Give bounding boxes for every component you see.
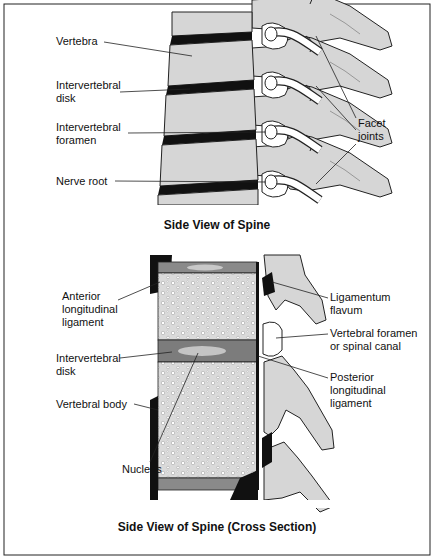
vertebral-body	[164, 89, 256, 136]
nucleus	[187, 265, 223, 271]
disk	[158, 340, 257, 362]
dark-region	[230, 470, 258, 500]
leader-line	[316, 144, 356, 184]
anterior-ligament	[150, 396, 158, 500]
panel-caption: Side View of Spine	[0, 219, 434, 232]
leader-line	[128, 132, 266, 133]
frame	[4, 4, 430, 555]
ligamentum-flavum	[262, 272, 275, 296]
nerve-root	[262, 23, 320, 52]
leader-line	[316, 36, 356, 118]
part-label: Vertebra	[56, 35, 136, 48]
ligamentum-flavum	[262, 432, 272, 468]
vertebral-body	[158, 273, 257, 340]
leader-line	[272, 282, 328, 298]
leader-line	[258, 356, 328, 378]
part-label: Vertebral foramen or spinal canal	[330, 327, 426, 353]
spine-cross-section	[150, 255, 350, 512]
leader-line	[276, 334, 328, 338]
leader-lines	[104, 36, 356, 184]
part-label: Intervertebral foramen	[56, 121, 128, 147]
nerve-root	[262, 171, 320, 200]
part-label: Nucleus	[122, 463, 182, 476]
leader-line	[115, 181, 266, 182]
vertebral-body	[158, 189, 258, 205]
part-label: Vertebral body	[56, 398, 136, 411]
part-label: Anterior longitudinal ligament	[62, 290, 132, 329]
posterior-element	[264, 356, 334, 450]
disk	[158, 262, 257, 273]
part-label: Facet joints	[358, 117, 410, 143]
panel-caption: Side View of Spine (Cross Section)	[0, 521, 434, 534]
nerve-root	[263, 322, 282, 356]
leader-line	[118, 282, 160, 300]
part-label: Ligamentum flavum	[330, 291, 400, 317]
vertebral-body	[160, 139, 258, 186]
vertebral-body	[158, 362, 257, 478]
nucleus	[178, 346, 226, 356]
nerve-root	[262, 72, 320, 101]
leader-line	[120, 89, 190, 92]
part-label: Intervertebral disk	[56, 352, 128, 378]
vertebral-body	[168, 40, 254, 86]
leader-line	[134, 404, 158, 410]
part-label: Intervertebral disk	[56, 79, 128, 105]
leader-lines	[118, 282, 328, 462]
leader-line	[316, 86, 356, 130]
leader-line	[120, 352, 172, 358]
leader-line	[104, 42, 192, 56]
mask	[150, 205, 410, 211]
vertebral-body	[172, 12, 252, 36]
part-label: Nerve root	[56, 175, 136, 188]
mask	[150, 500, 350, 508]
nerve-root	[262, 121, 320, 150]
posterior-ligament	[256, 262, 259, 490]
spine-side-view	[150, 0, 410, 211]
leader-line	[150, 353, 198, 462]
part-label: Posterior longitudinal ligament	[330, 371, 410, 410]
